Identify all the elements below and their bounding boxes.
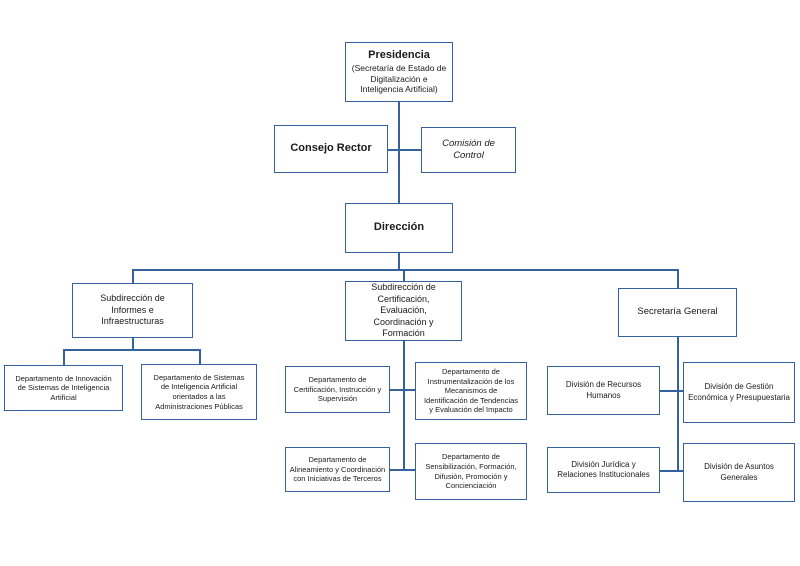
- node-division-asuntos-generales-label: División de Asuntos Generales: [704, 462, 774, 482]
- node-subdireccion-informes-label: Subdirección de Informes e Infraestructu…: [100, 293, 165, 327]
- node-presidencia-subtitle: (Secretaría de Estado de Digitalización …: [351, 63, 447, 95]
- connector-line: [398, 253, 400, 271]
- connector-line: [403, 340, 405, 470]
- connector-line: [677, 336, 679, 471]
- node-presidencia: Presidencia (Secretaría de Estado de Dig…: [345, 42, 453, 102]
- node-division-asuntos-generales: División de Asuntos Generales: [683, 443, 795, 502]
- node-consejo-rector-label: Consejo Rector: [290, 142, 372, 155]
- connector-line: [132, 269, 678, 271]
- node-dept-innovacion: Departamento de Innovación de Sistemas d…: [4, 365, 123, 411]
- connector-line: [199, 349, 201, 365]
- node-comision-control-label: Comisión de Control: [442, 137, 495, 161]
- node-secretaria-general: Secretaría General: [618, 288, 737, 337]
- connector-line: [132, 337, 134, 350]
- connector-line: [403, 269, 405, 282]
- connector-line: [390, 469, 404, 471]
- node-dept-certificacion: Departamento de Certificación, Instrucci…: [285, 366, 390, 413]
- node-dept-sistemas-aapp-label: Departamento de Sistemas de Inteligencia…: [153, 372, 245, 411]
- node-dept-sensibilizacion: Departamento de Sensibilización, Formaci…: [415, 443, 527, 500]
- node-dept-certificacion-label: Departamento de Certificación, Instrucci…: [293, 375, 382, 404]
- node-dept-sistemas-aapp: Departamento de Sistemas de Inteligencia…: [141, 364, 257, 420]
- node-subdireccion-certificacion-label: Subdirección de Certificación, Evaluació…: [371, 282, 436, 339]
- node-subdireccion-certificacion: Subdirección de Certificación, Evaluació…: [345, 281, 462, 341]
- node-comision-control: Comisión de Control: [421, 127, 516, 173]
- connector-line: [677, 390, 684, 392]
- node-consejo-rector: Consejo Rector: [274, 125, 388, 173]
- connector-line: [63, 349, 200, 351]
- node-dept-innovacion-label: Departamento de Innovación de Sistemas d…: [15, 373, 112, 402]
- connector-line: [403, 469, 416, 471]
- node-direccion-label: Dirección: [373, 221, 425, 234]
- node-division-gestion-economica-label: División de Gestión Económica y Presupue…: [688, 382, 790, 402]
- connector-line: [132, 269, 134, 284]
- node-division-recursos-humanos: División de Recursos Humanos: [547, 366, 660, 415]
- connector-line: [398, 102, 400, 203]
- connector-line: [677, 269, 679, 289]
- node-dept-alineamiento-label: Departamento de Alineamiento y Coordinac…: [289, 455, 386, 484]
- connector-line: [398, 149, 421, 151]
- node-dept-instrumentalizacion-label: Departamento de Instrumentalización de l…: [423, 367, 519, 415]
- node-division-recursos-humanos-label: División de Recursos Humanos: [565, 380, 642, 400]
- node-division-juridica: División Jurídica y Relaciones Instituci…: [547, 447, 660, 493]
- connector-line: [677, 470, 684, 472]
- connector-line: [660, 470, 678, 472]
- connector-line: [660, 390, 678, 392]
- node-division-juridica-label: División Jurídica y Relaciones Instituci…: [557, 459, 650, 479]
- node-subdireccion-informes: Subdirección de Informes e Infraestructu…: [72, 283, 193, 338]
- connector-line: [403, 389, 416, 391]
- connector-line: [388, 149, 399, 151]
- connector-line: [390, 389, 404, 391]
- connector-line: [63, 349, 65, 366]
- node-dept-sensibilizacion-label: Departamento de Sensibilización, Formaci…: [425, 452, 517, 491]
- node-dept-instrumentalizacion: Departamento de Instrumentalización de l…: [415, 362, 527, 420]
- node-direccion: Dirección: [345, 203, 453, 253]
- node-division-gestion-economica: División de Gestión Económica y Presupue…: [683, 362, 795, 423]
- node-presidencia-title: Presidencia: [368, 48, 430, 61]
- node-secretaria-general-label: Secretaría General: [637, 306, 718, 318]
- node-dept-alineamiento: Departamento de Alineamiento y Coordinac…: [285, 447, 390, 492]
